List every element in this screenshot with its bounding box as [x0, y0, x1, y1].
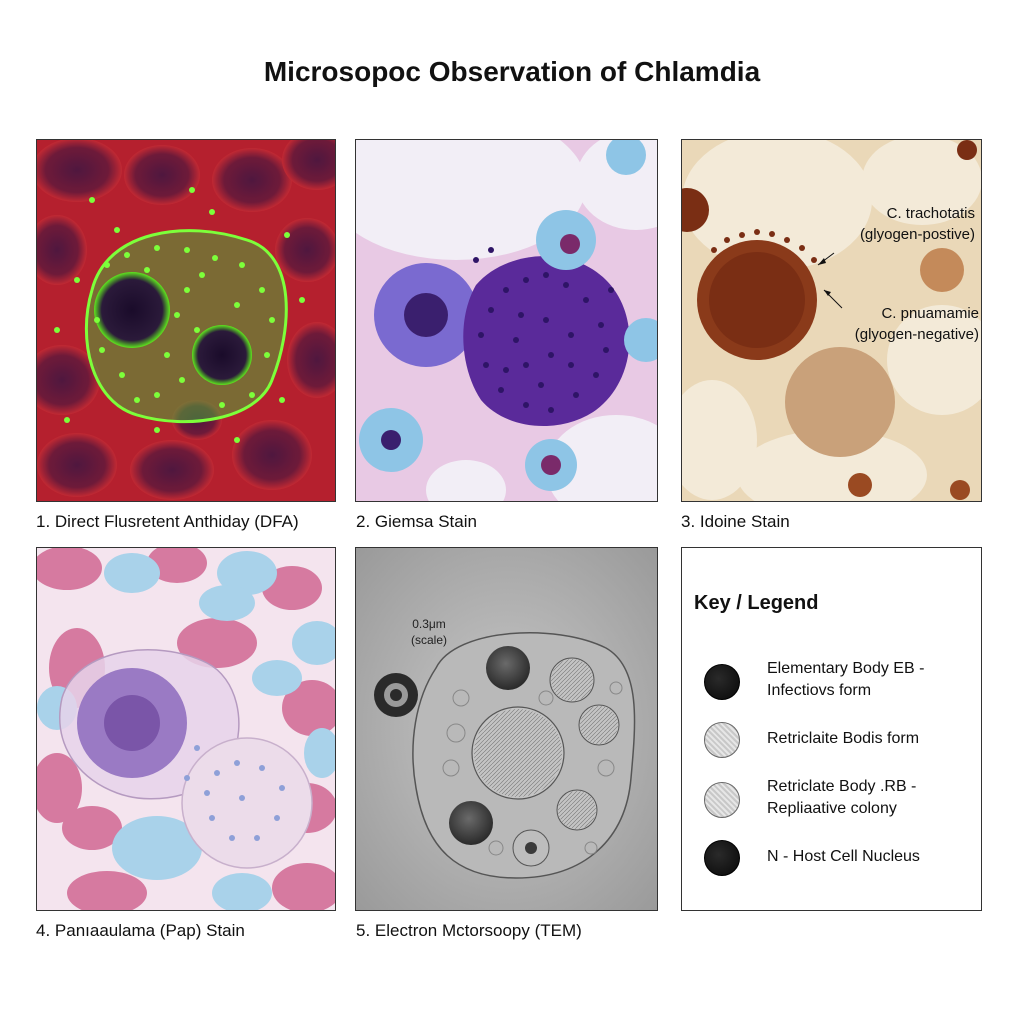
legend-item-reticulate-body: Retriclate Body .RB - Repliaative colony: [682, 776, 981, 824]
iodine-panel: C. trachotatis (glyogen-postive) C. pnua…: [681, 139, 982, 502]
tem-micrograph: [356, 548, 657, 910]
page-title: Microsopoc Observation of Chlamdia: [263, 56, 761, 87]
legend-panel: Key / Legend Elementary Body EB - Infect…: [681, 547, 982, 911]
host-nucleus-swatch: [704, 840, 740, 876]
tem-panel: 0.3μm (scale): [355, 547, 658, 911]
iodine-micrograph: [682, 140, 981, 501]
dfa-caption: 1. Direct Flusretent Anthiday (DFA): [36, 512, 299, 531]
giemsa-micrograph: [356, 140, 657, 501]
legend-item-elementary-body: Elementary Body EB - Infectiovs form: [682, 658, 981, 706]
dfa-micrograph: [37, 140, 335, 501]
pap-caption: 4. Panıaaulama (Pap) Stain: [36, 921, 245, 940]
annotation-glycogen-negative: C. pnuamamie (glyogen-negative): [854, 305, 979, 343]
legend-item-reticulate-form: Retriclaite Bodis form: [682, 716, 981, 764]
giemsa-caption: 2. Giemsa Stain: [356, 512, 477, 531]
giemsa-panel: [355, 139, 658, 502]
elementary-body-swatch: [704, 664, 740, 700]
pap-panel: [36, 547, 336, 911]
legend-item-host-nucleus: N - Host Cell Nucleus: [682, 834, 981, 882]
iodine-caption: 3. Idoine Stain: [681, 512, 790, 531]
legend-title: Key / Legend: [694, 592, 819, 614]
reticulate-body-swatch: [704, 782, 740, 818]
tem-caption: 5. Electron Mctorsoopy (TEM): [356, 921, 582, 940]
dfa-panel: [36, 139, 336, 502]
tem-scale-label: 0.3μm (scale): [411, 617, 448, 647]
pap-micrograph: [37, 548, 335, 910]
reticulate-form-swatch: [704, 722, 740, 758]
annotation-glycogen-positive: C. trachotatis (glyogen-postive): [859, 205, 975, 243]
